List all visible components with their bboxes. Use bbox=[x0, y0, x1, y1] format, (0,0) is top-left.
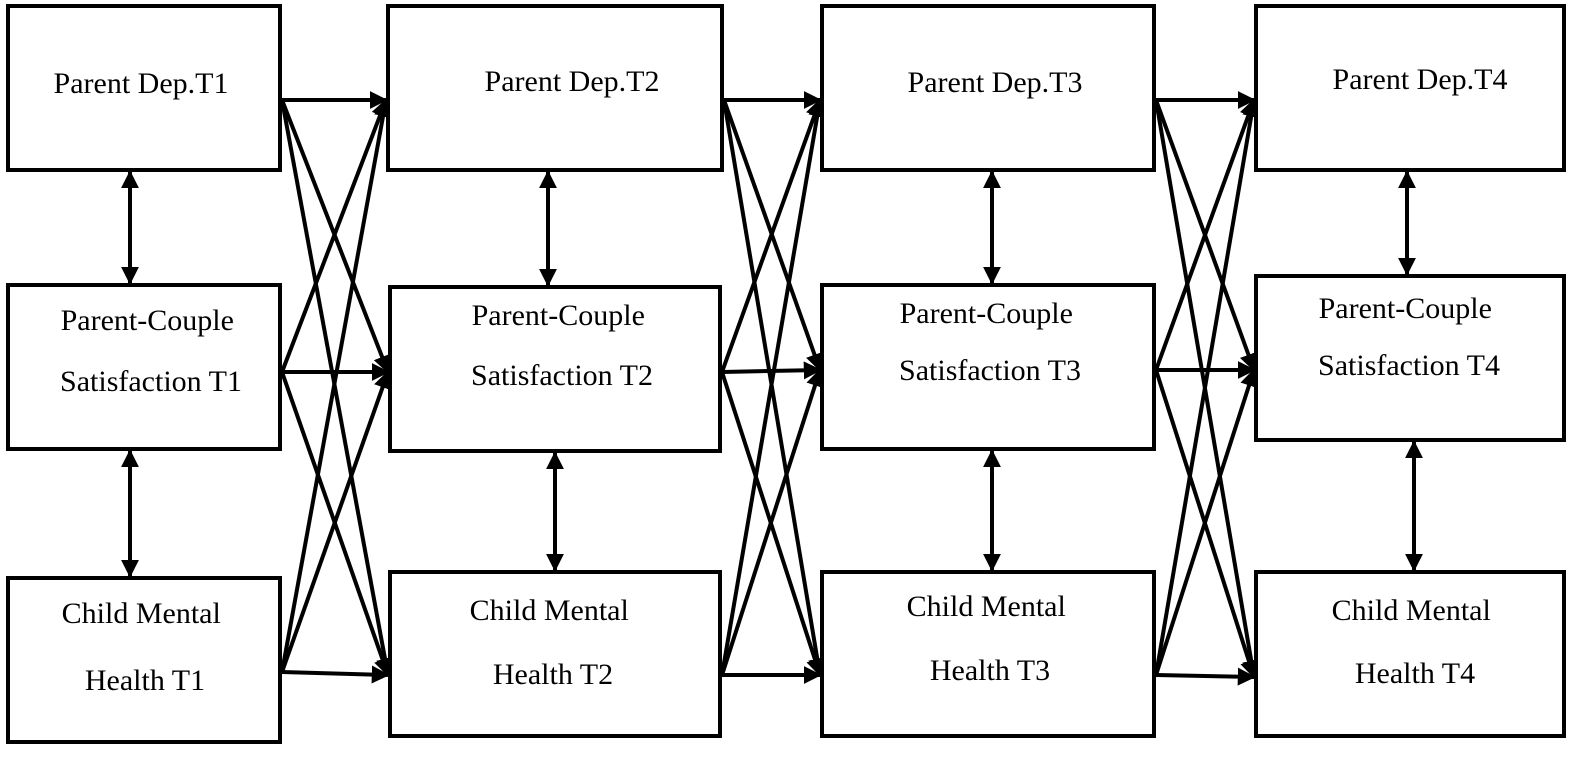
node-label-line: Satisfaction T3 bbox=[899, 354, 1081, 387]
node-label-line: Health T3 bbox=[930, 654, 1050, 687]
node-box bbox=[820, 570, 1156, 738]
directed-path-cmh_t2-to-dep_t3 bbox=[720, 98, 827, 676]
node-parent-couple-satisfaction-t4: Parent-Couple Satisfaction T4 bbox=[1254, 274, 1566, 442]
svg-text:Parent-Couple Satisfac: Parent-Couple Satisfaction T4 bbox=[1318, 292, 1500, 382]
node-label-line: Parent Dep.T2 bbox=[485, 65, 660, 98]
node-box bbox=[6, 4, 282, 172]
node-label-line: Satisfaction T1 bbox=[60, 365, 242, 398]
directed-path-sat_t1-to-dep_t2 bbox=[280, 98, 389, 373]
svg-text:Parent Dep.T1: Parent Dep.T1 bbox=[54, 67, 229, 100]
node-child-mental-health-t3: Child Mental Health T3 bbox=[820, 570, 1156, 738]
node-parent-dep-t3: Parent Dep.T3 bbox=[820, 4, 1156, 172]
node-box bbox=[6, 283, 282, 451]
node-label-line: Parent Dep.T3 bbox=[908, 66, 1083, 99]
node-parent-couple-satisfaction-t3: Parent-Couple Satisfaction T3 bbox=[820, 283, 1156, 451]
node-box bbox=[820, 4, 1156, 172]
node-label-line: Child Mental bbox=[62, 597, 221, 630]
nodes-layer: Parent Dep.T1 Parent-Couple Satisfaction… bbox=[6, 4, 1566, 744]
svg-text:Parent-Couple Satisfac: Parent-Couple Satisfaction T2 bbox=[471, 299, 653, 392]
directed-path-cmh_t3-to-cmh_t4 bbox=[1155, 667, 1256, 686]
node-parent-dep-t1: Parent Dep.T1 bbox=[6, 4, 282, 172]
node-child-mental-health-t2: Child Mental Health T2 bbox=[388, 570, 722, 738]
svg-text:Parent Dep.T3: Parent Dep.T3 bbox=[908, 66, 1083, 99]
directed-path-sat_t2-to-dep_t3 bbox=[720, 98, 823, 373]
node-label-line: Child Mental bbox=[907, 590, 1066, 623]
directed-path-cmh_t1-to-sat_t2 bbox=[280, 370, 392, 673]
node-label-line: Health T4 bbox=[1355, 657, 1475, 690]
directed-path-cmh_t3-to-sat_t4 bbox=[1154, 368, 1258, 676]
svg-text:Child Mental Health T4: Child Mental Health T4 bbox=[1332, 594, 1499, 690]
node-label-line: Parent Dep.T4 bbox=[1333, 63, 1508, 96]
node-box bbox=[1254, 274, 1566, 442]
node-label-line: Health T2 bbox=[493, 658, 613, 691]
node-label-line: Health T1 bbox=[85, 664, 205, 697]
node-label-line: Parent-Couple bbox=[61, 304, 234, 337]
node-label-line: Satisfaction T2 bbox=[471, 359, 653, 392]
svg-text:Parent Dep.T2: Parent Dep.T2 bbox=[485, 65, 660, 98]
node-box bbox=[386, 4, 724, 172]
node-parent-dep-t4: Parent Dep.T4 bbox=[1254, 4, 1566, 172]
svg-text:Child Mental Health T2: Child Mental Health T2 bbox=[470, 594, 637, 691]
svg-text:Parent-Couple Satisfac: Parent-Couple Satisfaction T3 bbox=[899, 297, 1081, 387]
node-parent-couple-satisfaction-t1: Parent-Couple Satisfaction T1 bbox=[6, 283, 282, 451]
node-box bbox=[6, 576, 282, 744]
directed-path-cmh_t1-to-cmh_t2 bbox=[281, 665, 390, 684]
node-box bbox=[820, 283, 1156, 451]
directed-path-sat_t3-to-dep_t4 bbox=[1154, 98, 1257, 371]
node-box bbox=[388, 285, 722, 453]
directed-path-cmh_t1-to-dep_t2 bbox=[280, 98, 392, 673]
node-child-mental-health-t4: Child Mental Health T4 bbox=[1254, 570, 1566, 738]
svg-text:Child Mental Health T3: Child Mental Health T3 bbox=[907, 590, 1074, 687]
node-box bbox=[1254, 4, 1566, 172]
directed-path-cmh_t3-to-dep_t4 bbox=[1154, 98, 1261, 676]
directed-path-sat_t2-to-sat_t3 bbox=[721, 361, 822, 380]
svg-text:Child Mental Health T1: Child Mental Health T1 bbox=[62, 597, 229, 697]
node-box bbox=[1254, 570, 1566, 738]
node-child-mental-health-t1: Child Mental Health T1 bbox=[6, 576, 282, 744]
svg-text:Parent Dep.T4: Parent Dep.T4 bbox=[1333, 63, 1508, 96]
node-label-line: Child Mental bbox=[470, 594, 629, 627]
node-box bbox=[388, 570, 722, 738]
edges-layer bbox=[121, 91, 1423, 686]
node-label-line: Parent Dep.T1 bbox=[54, 67, 229, 100]
node-label-line: Parent-Couple bbox=[1319, 292, 1492, 325]
node-label-line: Child Mental bbox=[1332, 594, 1491, 627]
svg-text:Parent-Couple Satisfac: Parent-Couple Satisfaction T1 bbox=[60, 304, 242, 398]
node-parent-couple-satisfaction-t2: Parent-Couple Satisfaction T2 bbox=[388, 285, 722, 453]
node-label-line: Satisfaction T4 bbox=[1318, 349, 1500, 382]
directed-path-cmh_t2-to-sat_t3 bbox=[720, 368, 824, 676]
node-parent-dep-t2: Parent Dep.T2 bbox=[386, 4, 724, 172]
node-label-line: Parent-Couple bbox=[900, 297, 1073, 330]
node-label-line: Parent-Couple bbox=[472, 299, 645, 332]
